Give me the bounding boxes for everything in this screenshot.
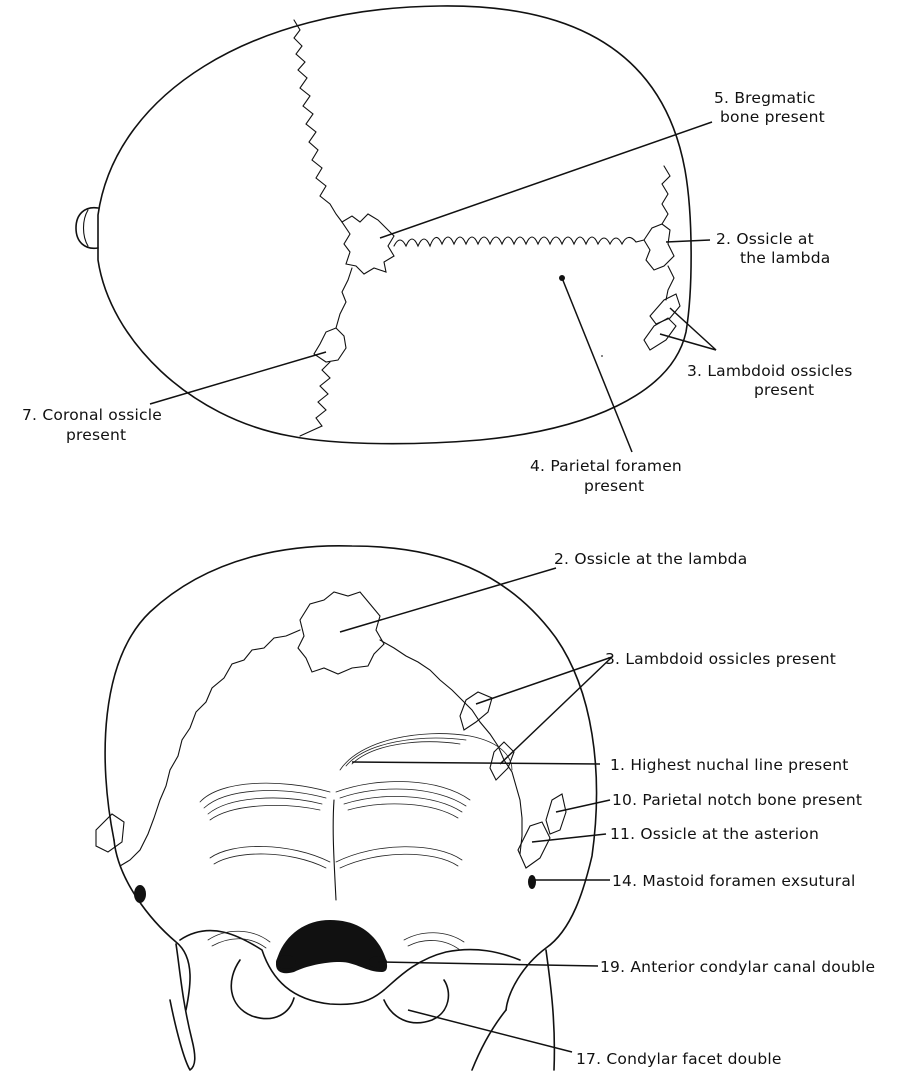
label-rear-lambdoid: 3. Lambdoid ossicles present — [605, 650, 836, 668]
superior-nuchal-right — [336, 782, 470, 818]
leader-lambda — [666, 240, 710, 242]
label-bregmatic-line2: bone present — [720, 108, 825, 126]
label-rear-lambda: 2. Ossicle at the lambda — [554, 550, 747, 568]
label-lambda-ossicle: 2. Ossicle at the lambda — [716, 230, 830, 267]
right-mastoid — [472, 950, 554, 1070]
leader-rear-lambdoid-a — [476, 657, 612, 704]
top-view-leaders — [150, 122, 716, 452]
sagittal-suture — [394, 237, 644, 246]
label-parietal-line2: present — [584, 477, 644, 495]
nasal-nub-inner — [84, 210, 89, 246]
label-rear-condylar-facet: 17. Condylar facet double — [576, 1050, 782, 1068]
label-lambdoid-ossicles: 3. Lambdoid ossicles present — [687, 362, 858, 399]
skull-top-view — [76, 6, 691, 444]
label-lambdoid-line2: present — [754, 381, 814, 399]
nasal-nub — [76, 208, 98, 249]
condylar-canal-left — [276, 955, 296, 969]
coronal-suture-lower — [336, 268, 352, 328]
inferior-nuchal-right — [336, 847, 462, 868]
right-condyle — [384, 980, 448, 1023]
label-rear-condylar-canal: 19. Anterior condylar canal double — [600, 958, 875, 976]
label-lambda-line2: the lambda — [740, 249, 830, 267]
lambdoid-suture-right — [380, 640, 522, 854]
label-bregmatic-line1: 5. Bregmatic — [714, 89, 816, 107]
dot-small — [601, 355, 603, 357]
label-coronal-line2: present — [66, 426, 126, 444]
leader-parietal-foramen — [562, 278, 632, 452]
label-rear-mastoid: 14. Mastoid foramen exsutural — [612, 872, 856, 890]
inferior-nuchal-left — [210, 846, 330, 868]
coronal-suture-upper — [294, 20, 342, 222]
lambdoid-suture — [662, 166, 674, 300]
leader-rear-condylar-canal — [378, 962, 598, 966]
label-rear-parietal-notch: 10. Parietal notch bone present — [612, 791, 862, 809]
parietal-notch-bone — [546, 794, 566, 834]
superior-nuchal-left — [200, 783, 330, 820]
occipital-outline-left — [114, 840, 190, 1010]
median-crest — [333, 800, 336, 900]
asterion-ossicle — [518, 822, 550, 868]
mastoid-foramen — [528, 875, 536, 889]
skull-rear-view — [96, 546, 597, 1070]
coronal-suture-bottom — [300, 362, 330, 436]
label-coronal-ossicle: 7. Coronal ossicle present — [22, 406, 167, 444]
label-coronal-line1: 7. Coronal ossicle — [22, 406, 162, 424]
leader-rear-nuchal — [352, 762, 600, 764]
label-lambdoid-line1: 3. Lambdoid ossicles — [687, 362, 853, 380]
bregmatic-bone — [342, 214, 394, 274]
lambdoid-suture-left — [120, 630, 300, 866]
leader-coronal — [150, 352, 326, 404]
label-rear-nuchal: 1. Highest nuchal line present — [610, 756, 849, 774]
leader-rear-lambdoid-b — [500, 657, 612, 764]
highest-nuchal-line — [340, 734, 512, 770]
leader-rear-condylar-facet — [408, 1010, 572, 1052]
lambda-ossicle-rear — [298, 592, 384, 674]
top-view-labels: 5. Bregmatic bone present 2. Ossicle at … — [22, 89, 858, 495]
rear-view-labels: 2. Ossicle at the lambda 3. Lambdoid oss… — [554, 550, 875, 1068]
label-parietal-line1: 4. Parietal foramen — [530, 457, 682, 475]
label-bregmatic: 5. Bregmatic bone present — [714, 89, 825, 126]
label-rear-asterion: 11. Ossicle at the asterion — [610, 825, 819, 843]
leader-bregmatic — [380, 122, 712, 238]
left-mastoid-foramen — [134, 885, 146, 903]
label-parietal-foramen: 4. Parietal foramen present — [530, 457, 687, 495]
coronal-ossicle — [314, 328, 346, 362]
leader-rear-lambda — [340, 568, 556, 632]
lambda-ossicle — [644, 224, 674, 270]
label-lambda-line1: 2. Ossicle at — [716, 230, 814, 248]
left-mastoid — [170, 944, 195, 1070]
lambdoid-ossicle-rear-a — [460, 692, 492, 730]
